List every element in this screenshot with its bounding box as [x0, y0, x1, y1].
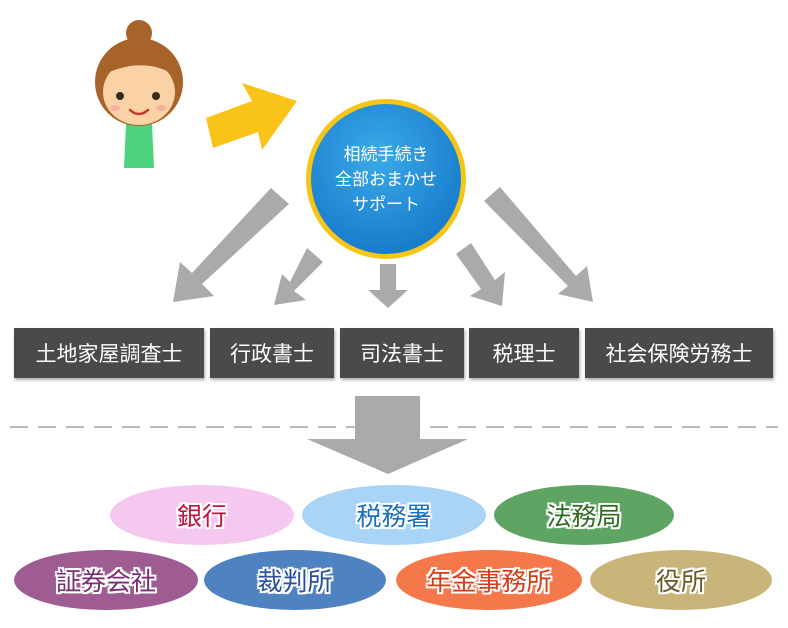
professional-box: 土地家屋調査士 [14, 328, 204, 378]
professional-box: 司法書士 [340, 328, 464, 378]
professional-label: 司法書士 [360, 342, 444, 366]
professional-label: 社会保険労務士 [605, 342, 753, 366]
right-arrow-icon [206, 83, 297, 150]
center-label-line: 全部おまかせ [335, 169, 437, 190]
down-arrow-icon [484, 187, 593, 302]
professional-box: 税理士 [469, 328, 579, 378]
professional-label: 税理士 [492, 342, 556, 366]
center-circle [306, 99, 466, 259]
center-label: 相続手続き 全部おまかせ サポート [308, 122, 464, 238]
professional-label: 土地家屋調査士 [35, 342, 183, 366]
institution-city-office: 役所 [590, 550, 772, 610]
woman-avatar-icon [95, 20, 183, 168]
institution-pension-office: 年金事務所 [396, 550, 582, 610]
down-arrow-icon [173, 188, 289, 302]
down-arrow-icon [368, 264, 408, 308]
institution-legal-affairs-bureau: 法務局 [494, 485, 674, 545]
down-arrow-icon [307, 396, 468, 474]
institution-bank: 銀行 [110, 485, 294, 545]
institution-court: 裁判所 [204, 550, 386, 610]
center-label-line: 相続手続き [343, 144, 429, 165]
down-arrow-icon [456, 243, 505, 306]
down-arrow-icon [274, 248, 323, 305]
professional-box: 行政書士 [210, 328, 334, 378]
center-label-line: サポート [352, 194, 420, 215]
institution-tax-office: 税務署 [302, 485, 486, 545]
professional-box: 社会保険労務士 [585, 328, 773, 378]
professional-label: 行政書士 [230, 342, 314, 366]
institution-securities-company: 証券会社 [14, 550, 198, 610]
